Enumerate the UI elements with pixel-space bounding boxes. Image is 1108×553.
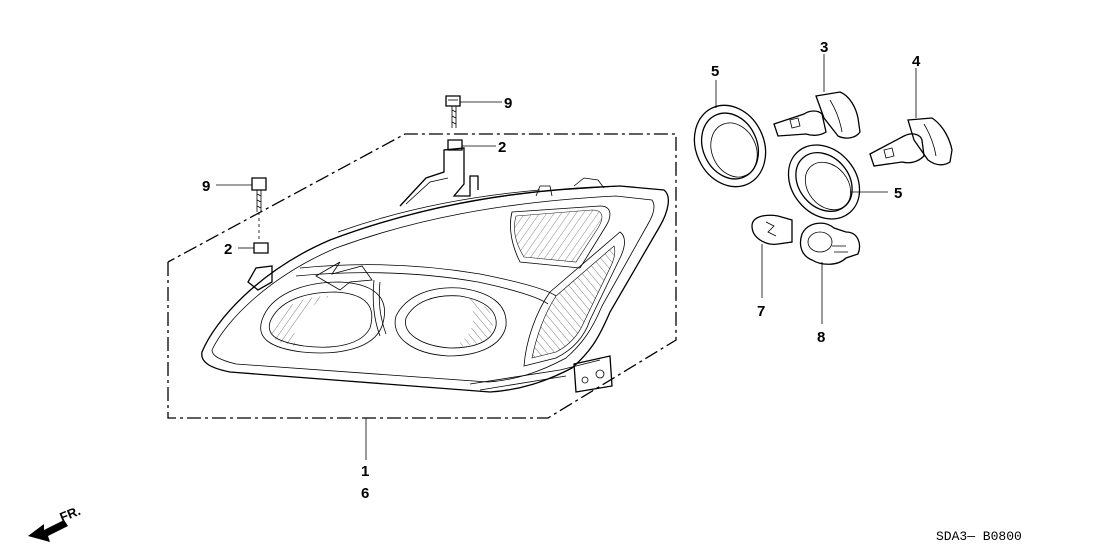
- seal-5-upper: [693, 80, 767, 188]
- front-arrow-icon: [28, 520, 68, 542]
- bulb-4: [869, 68, 953, 167]
- bulb-3: [773, 54, 861, 139]
- bolt-9-upper: [445, 95, 502, 128]
- socket-8: [799, 222, 861, 324]
- callout-1: 1: [361, 463, 369, 480]
- bolt-9-left: [216, 177, 267, 242]
- front-label: FR.: [58, 503, 83, 525]
- callout-3: 3: [820, 39, 828, 56]
- seal-5-lower: [787, 144, 888, 220]
- callout-2-upper: 2: [498, 139, 506, 156]
- callout-5-lower: 5: [894, 185, 902, 202]
- assembly-boundary: [167, 133, 677, 419]
- callout-5-upper: 5: [711, 63, 719, 80]
- bulb-7: [751, 214, 793, 298]
- callout-8: 8: [817, 329, 825, 346]
- front-arrow: FR.: [28, 503, 83, 542]
- callout-6: 6: [361, 485, 369, 502]
- callout-7: 7: [757, 303, 765, 320]
- callout-2-left: 2: [224, 241, 232, 258]
- callout-4: 4: [912, 53, 921, 70]
- callout-9-left: 9: [202, 178, 210, 195]
- headlight-assembly: [201, 147, 670, 393]
- clip-2-left: [238, 242, 269, 254]
- clip-2-upper: [447, 139, 496, 151]
- callout-9-upper: 9: [504, 95, 512, 112]
- diagram-code: SDA3— B0800: [936, 529, 1022, 544]
